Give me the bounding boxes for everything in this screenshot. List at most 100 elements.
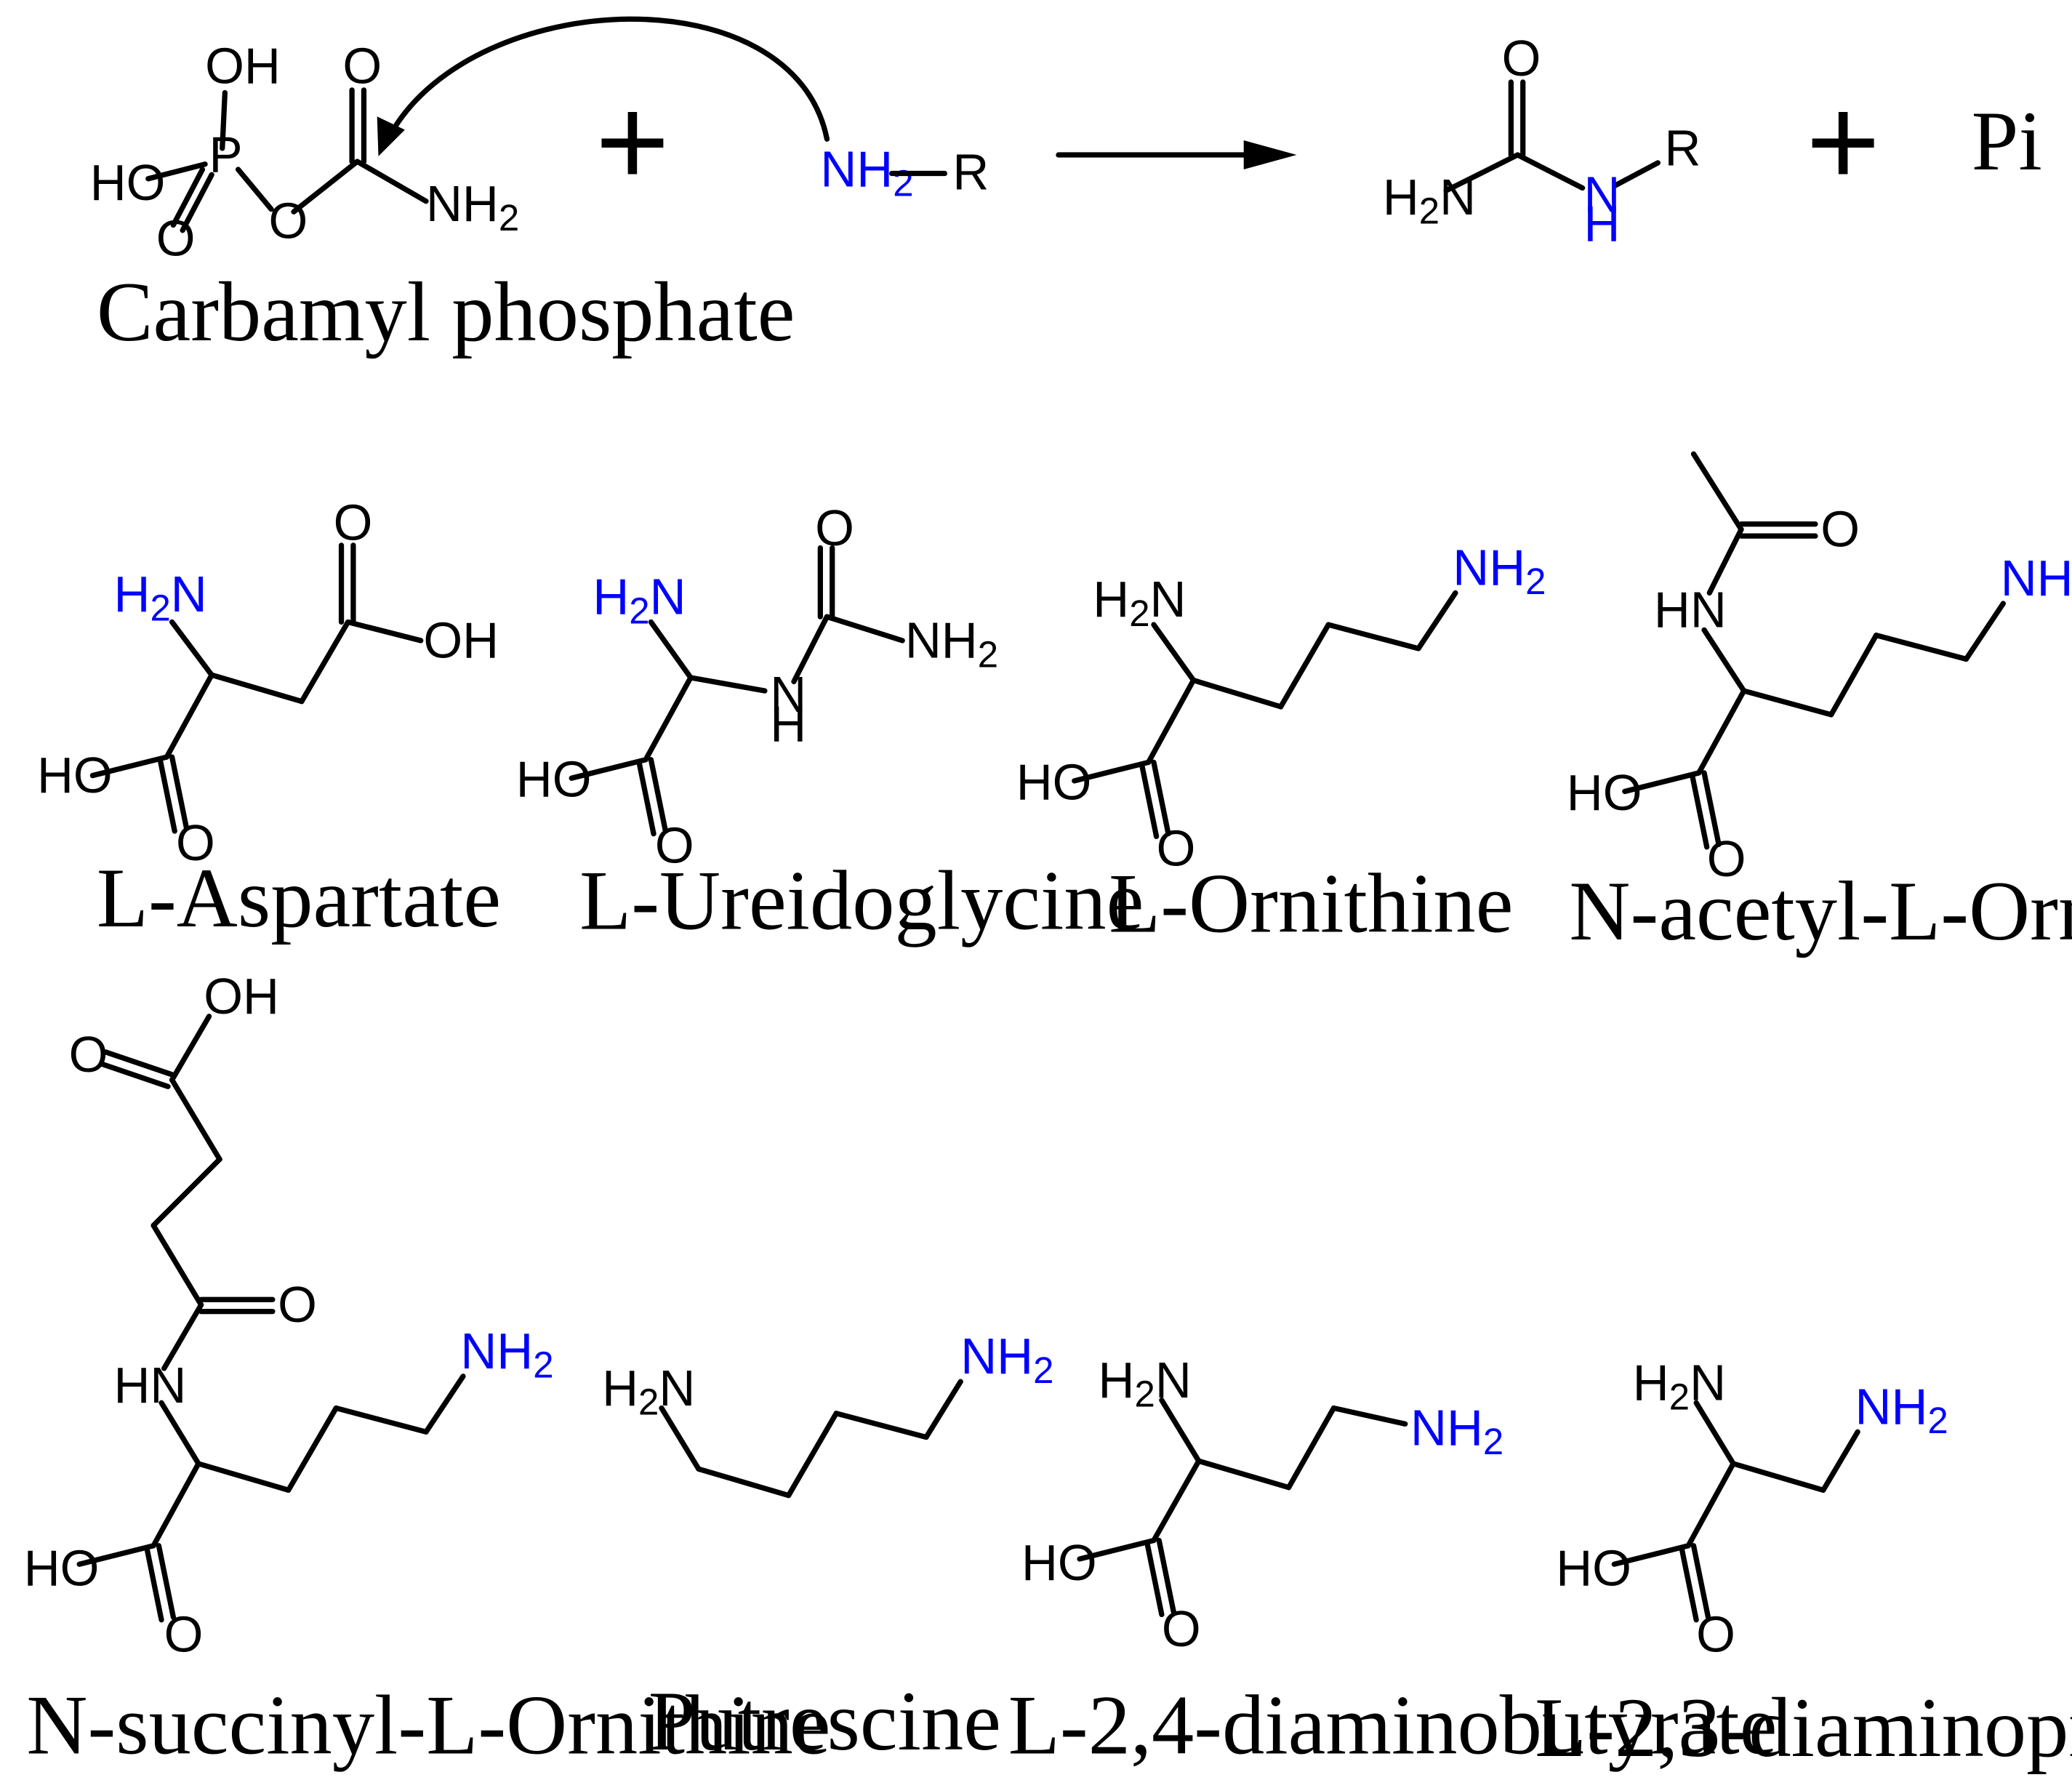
bond	[1072, 759, 1152, 784]
atom-label: O	[156, 209, 196, 266]
putrescine-structure: H2N NH2	[602, 1328, 1053, 1499]
bond	[76, 1543, 156, 1567]
atom-label-part: 2	[533, 1344, 553, 1386]
bond	[1278, 622, 1331, 710]
bond	[169, 1077, 222, 1162]
atom-label-part: H	[593, 569, 629, 625]
atom-label: OH	[205, 38, 281, 95]
bond	[1693, 1400, 1736, 1467]
atom-label: O	[334, 494, 373, 551]
atom-label-part: NH	[820, 141, 893, 198]
atom-label-part: H	[602, 1360, 638, 1416]
compound-name: Putrescine	[648, 1675, 1001, 1768]
bond	[1196, 1458, 1292, 1491]
atom-label-part: NH	[426, 175, 499, 232]
atom-label-part: N	[1150, 571, 1186, 628]
bond	[1325, 622, 1421, 652]
bond	[144, 1545, 164, 1623]
bond	[1156, 1537, 1176, 1615]
plus-sign: +	[595, 71, 670, 213]
atom-label-part: NH	[1410, 1399, 1483, 1456]
bond	[1820, 1429, 1860, 1493]
atom-label: N	[770, 666, 806, 723]
atom-label: O	[655, 817, 694, 874]
carbamyl-phosphate-structure: OH HO P O O O NH2	[90, 38, 519, 267]
atom-label: HO	[90, 154, 166, 211]
bond	[354, 159, 429, 204]
atom-label-part: N	[659, 1360, 695, 1416]
r-group: R	[952, 143, 989, 200]
atom-label-part: 2	[1134, 1374, 1155, 1415]
atom-label: NH2	[905, 612, 998, 675]
arrowhead	[377, 116, 405, 156]
bond	[688, 675, 768, 694]
bond	[1285, 1405, 1337, 1491]
atom-label: HO	[1016, 753, 1092, 810]
bond	[1443, 152, 1521, 193]
bond	[158, 1400, 201, 1467]
atom-label-part: 2	[499, 197, 519, 238]
bond	[1701, 770, 1722, 847]
bond	[1874, 633, 1969, 662]
atom-label-part: N	[171, 566, 207, 622]
atom-label: NH2	[2001, 550, 2072, 613]
atom-label-part: 2	[978, 633, 998, 675]
bond	[659, 1405, 702, 1472]
bond	[169, 754, 190, 832]
bond	[1701, 627, 1747, 694]
bond	[1613, 160, 1661, 188]
bond	[786, 1411, 839, 1499]
amine-group: NH2	[820, 141, 913, 204]
atom-label: O	[342, 38, 382, 95]
atom-label: H2N	[593, 569, 686, 632]
bond	[1159, 1397, 1202, 1464]
bond	[89, 754, 169, 779]
l-2-3-diaminopropionate-structure: H2N NH2 HO O	[1556, 1355, 1948, 1663]
atom-label-part: H	[114, 566, 150, 622]
bond	[1828, 633, 1879, 718]
atom-label-part: NH	[1453, 540, 1525, 596]
bond	[1151, 1458, 1202, 1544]
electron-arrow	[389, 16, 830, 142]
bond	[643, 675, 694, 763]
bond	[1151, 622, 1197, 683]
bond	[1706, 526, 1744, 596]
l-aspartate-structure: H2N O OH HO O	[37, 494, 499, 871]
bond	[291, 159, 361, 215]
bond	[824, 614, 905, 644]
atom-label-part: H	[1099, 1352, 1135, 1408]
l-2-4-diaminobutyrate-structure: H2N NH2 HO O	[1021, 1352, 1503, 1657]
compound-name: N-acetyl-L-Ornithine	[1569, 865, 2072, 958]
atom-label: HO	[1567, 764, 1642, 821]
bond	[345, 619, 424, 644]
amine-reactant: NH2 R	[820, 141, 989, 204]
atom-label: H2N	[1633, 1355, 1726, 1418]
bond	[1416, 590, 1458, 652]
bond	[636, 759, 656, 837]
bond	[696, 1466, 792, 1499]
atom-label: H2N	[114, 566, 207, 629]
atom-label-part: N	[1690, 1355, 1726, 1411]
atom-label: O	[164, 1605, 204, 1662]
atom-label: HO	[516, 751, 592, 808]
reaction-arrowhead	[1243, 140, 1297, 170]
atom-label-part: 2	[629, 590, 649, 631]
bond	[145, 161, 208, 182]
atom-label: O	[69, 1026, 108, 1083]
atom-label-part: N	[1155, 1352, 1192, 1408]
atom-label-part: NH	[1855, 1378, 1928, 1435]
atom-label-part: 2	[1419, 191, 1439, 232]
atom-label: H2N	[1099, 1352, 1192, 1415]
bond	[169, 619, 214, 678]
phosphate-product: Pi	[1972, 95, 2042, 188]
bond	[103, 1049, 175, 1078]
atom-label-part: 2	[638, 1382, 659, 1423]
bond	[1151, 759, 1171, 837]
atom-label: NH2	[960, 1328, 1053, 1391]
atom-label: H	[770, 695, 806, 752]
compound-name: N-succinyl-L-Ornithine	[26, 1679, 830, 1773]
atom-label-part: N	[650, 569, 686, 625]
bond	[220, 89, 228, 151]
bond	[423, 1374, 466, 1435]
